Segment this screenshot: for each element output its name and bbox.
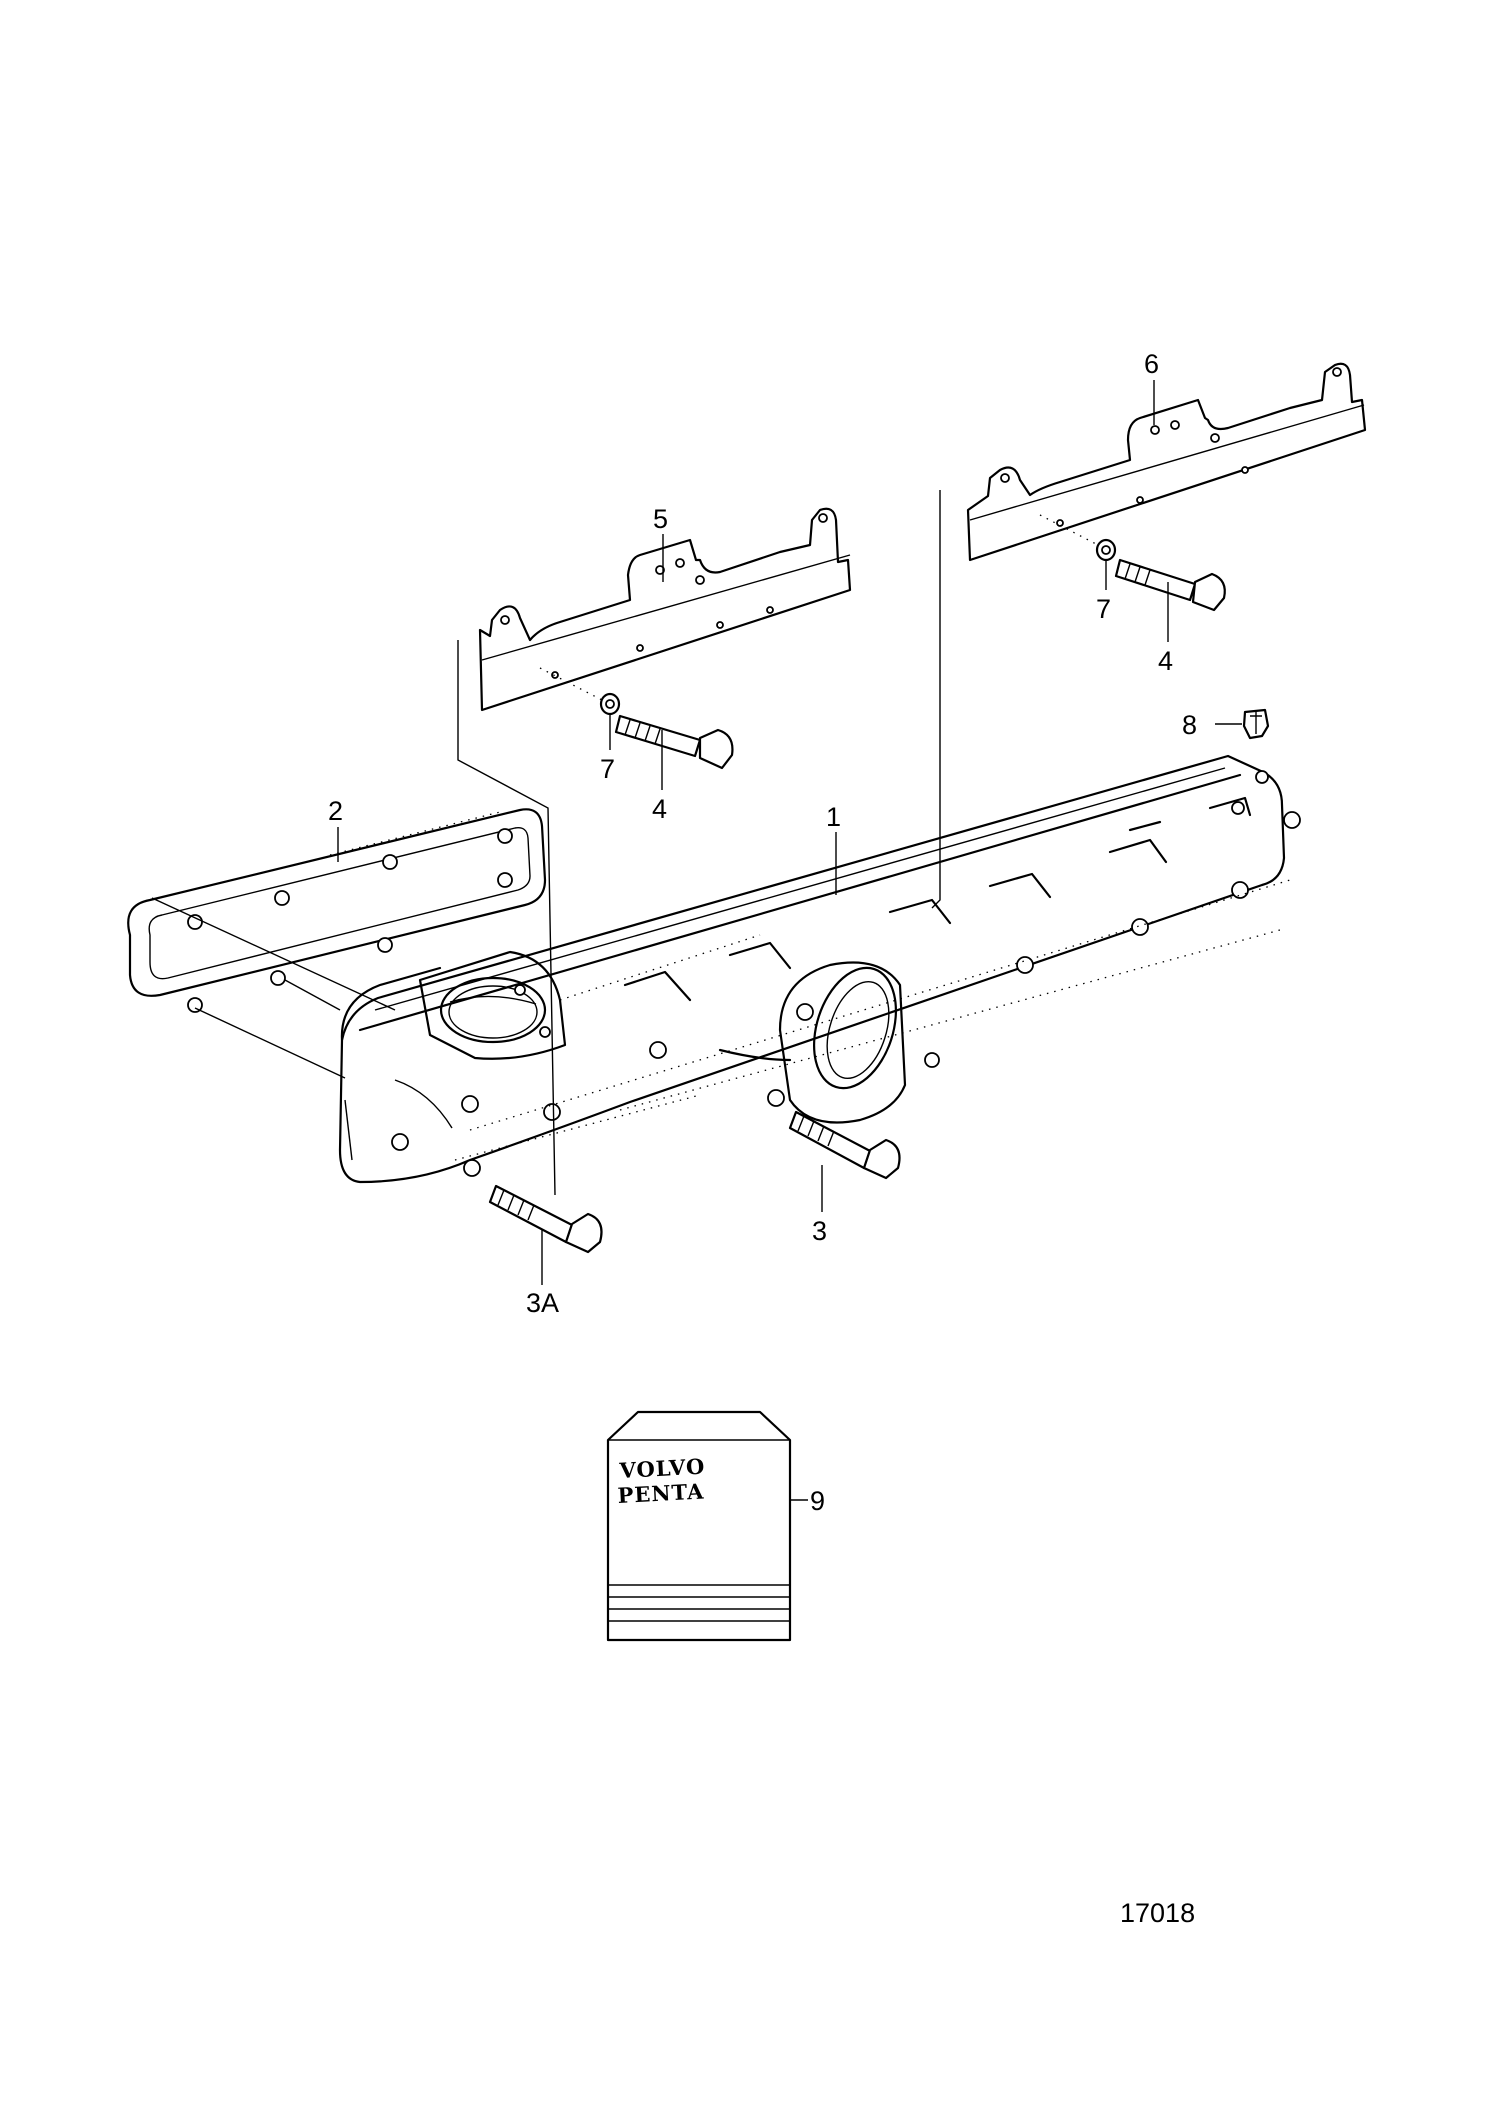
kit-brand-line2: PENTA — [617, 1478, 705, 1508]
callout-4-right: 4 — [1158, 646, 1173, 676]
manifold-body — [338, 754, 1301, 1184]
callout-1: 1 — [826, 802, 841, 832]
heat-shield-left — [457, 507, 852, 1196]
bolt-3a — [463, 1159, 603, 1254]
manifold-bolt-holes — [391, 770, 1301, 1151]
figure-number: 17018 — [1120, 1898, 1195, 1928]
bolt-3 — [767, 1089, 901, 1180]
callout-leaders — [337, 380, 1242, 1501]
callout-6: 6 — [1144, 349, 1159, 379]
callout-3: 3 — [812, 1216, 827, 1246]
exhaust-ports — [623, 796, 1252, 1002]
plug-8 — [1242, 708, 1270, 740]
callout-8: 8 — [1182, 710, 1197, 740]
gasket-bolt-holes — [187, 828, 513, 1013]
bolt-4-right — [1039, 514, 1226, 612]
callout-5: 5 — [653, 504, 668, 534]
callout-3a: 3A — [526, 1288, 559, 1318]
callout-7-right: 7 — [1096, 594, 1111, 624]
callout-4-left: 4 — [652, 794, 667, 824]
heat-shield-right — [931, 362, 1367, 909]
callout-7-left: 7 — [600, 754, 615, 784]
gasket — [127, 808, 547, 1013]
kit-brand-line1: VOLVO — [618, 1454, 706, 1484]
gasket-kit-package: VOLVO PENTA — [606, 1410, 792, 1642]
callout-9: 9 — [810, 1486, 825, 1516]
callout-2: 2 — [328, 796, 343, 826]
bolt-4-left — [539, 667, 734, 770]
